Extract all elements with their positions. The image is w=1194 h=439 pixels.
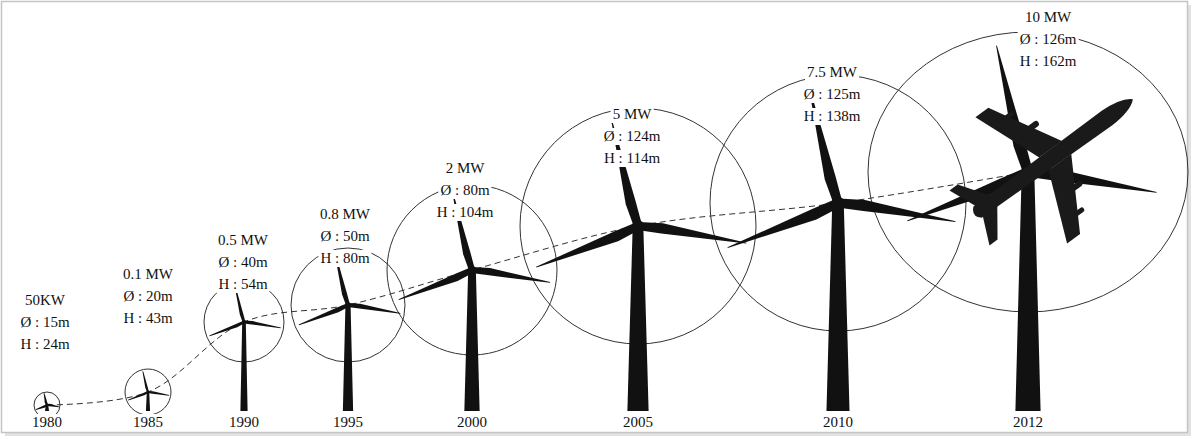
blade: [128, 391, 149, 401]
power-label: 0.1 MW: [121, 266, 175, 283]
hub: [242, 320, 246, 324]
diameter-label: Ø : 40m: [216, 254, 269, 271]
diameter-label: Ø : 50m: [318, 228, 371, 245]
hub: [46, 404, 49, 407]
blade: [35, 404, 47, 411]
blade: [298, 303, 349, 328]
trend-line: [47, 172, 1028, 405]
power-label: 5 MW: [611, 106, 654, 123]
height-label: H : 104m: [435, 204, 496, 221]
hub: [147, 391, 150, 394]
tower: [240, 322, 247, 411]
blade: [244, 320, 281, 329]
diameter-label: Ø : 80m: [438, 182, 491, 199]
height-label: H : 24m: [18, 336, 71, 353]
tower: [343, 305, 353, 411]
year-label: 2012: [1011, 414, 1045, 431]
blade: [802, 86, 842, 204]
diameter-label: Ø : 125m: [802, 86, 863, 103]
year-label: 1985: [131, 414, 165, 431]
hub: [632, 220, 644, 232]
year-label: 1995: [331, 414, 365, 431]
year-label: 2005: [621, 414, 655, 431]
blade: [726, 199, 841, 254]
power-label: 10 MW: [1023, 9, 1073, 26]
tower: [464, 270, 479, 411]
power-label: 7.5 MW: [805, 64, 859, 81]
height-label: H : 80m: [318, 250, 371, 267]
power-label: 50KW: [23, 292, 67, 309]
hub: [832, 197, 845, 210]
hub: [468, 266, 477, 275]
year-label: 1990: [227, 414, 261, 431]
power-label: 2 MW: [444, 160, 487, 177]
airplane: [924, 36, 1179, 281]
tower: [826, 203, 849, 411]
year-label: 2010: [821, 414, 855, 431]
diameter-label: Ø : 20m: [121, 288, 174, 305]
diameter-label: Ø : 126m: [1018, 31, 1079, 48]
year-label: 2000: [455, 414, 489, 431]
tower: [627, 226, 648, 411]
height-label: H : 43m: [121, 310, 174, 327]
hub: [345, 302, 351, 308]
blade: [637, 219, 747, 247]
height-label: H : 138m: [802, 108, 863, 125]
blade: [209, 321, 245, 338]
tower: [1015, 172, 1040, 411]
rotor-circle: [125, 369, 171, 415]
blade: [905, 167, 1030, 228]
height-label: H : 54m: [216, 276, 269, 293]
height-label: H : 114m: [602, 150, 662, 167]
tower: [146, 392, 150, 411]
power-label: 0.5 MW: [216, 232, 270, 249]
year-label: 1980: [30, 414, 64, 431]
blade: [348, 302, 401, 315]
frame: [2, 2, 1188, 433]
diameter-label: Ø : 15m: [18, 314, 71, 331]
power-label: 0.8 MW: [318, 206, 372, 223]
blade: [398, 267, 474, 304]
blade: [535, 222, 641, 273]
height-label: H : 162m: [1018, 53, 1079, 70]
blade: [148, 390, 170, 396]
blade: [472, 265, 551, 285]
diameter-label: Ø : 124m: [602, 128, 663, 145]
blade: [47, 403, 59, 407]
blade: [141, 371, 149, 392]
